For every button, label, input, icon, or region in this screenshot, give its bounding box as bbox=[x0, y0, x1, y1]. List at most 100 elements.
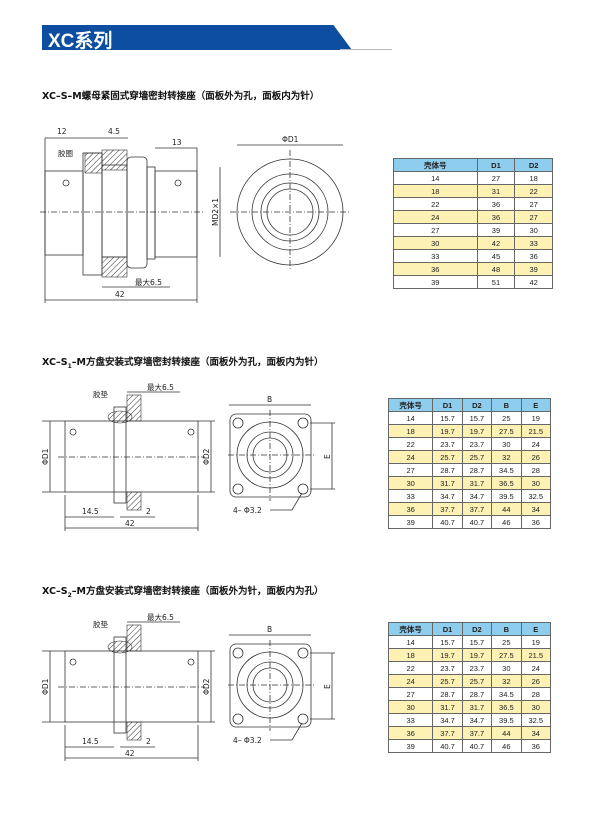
col-header: D2 bbox=[461, 622, 493, 636]
table-cell: 36.5 bbox=[491, 476, 522, 490]
table-cell: 31.7 bbox=[432, 700, 463, 714]
table-cell: 26 bbox=[520, 450, 552, 464]
title-part: –M方盘安装式穿墙密封转接座（面板外为针，面板内为孔） bbox=[71, 586, 324, 597]
table-cell: 28.7 bbox=[461, 463, 493, 477]
table-cell: 48 bbox=[476, 262, 516, 276]
table-cell: 30 bbox=[491, 437, 522, 451]
drawing-xc-s2-m: 胶垫 最大6.5 ΦD1 ΦD2 14.5 2 42 B E 4– Φ3.2 bbox=[41, 612, 335, 761]
table-cell: 39 bbox=[393, 275, 478, 289]
table-cell: 40.7 bbox=[461, 739, 493, 753]
table-cell: 27 bbox=[393, 223, 478, 237]
table-cell: 15.7 bbox=[461, 411, 493, 425]
section-1-title: XC–S–M螺母紧固式穿墙密封转接座（面板外为孔，面板内为针） bbox=[42, 91, 320, 102]
table-cell: 21.5 bbox=[520, 424, 552, 438]
series-title: XC系列 bbox=[48, 31, 113, 52]
table-cell: 23.7 bbox=[461, 661, 493, 675]
title-sub: 2 bbox=[67, 591, 72, 599]
table-cell: 34.7 bbox=[461, 713, 493, 727]
table-cell: 39 bbox=[514, 262, 553, 276]
table-cell: 15.7 bbox=[432, 411, 463, 425]
table-cell: 18 bbox=[393, 184, 478, 198]
dim-12: 12 bbox=[57, 127, 67, 136]
title-part: –M方盘安装式穿墙密封转接座（面板外为孔，面板内为针） bbox=[71, 357, 324, 368]
max-thickness-label: 最大6.5 bbox=[135, 277, 162, 287]
dim-14-5: 14.5 bbox=[82, 737, 99, 746]
dim-14-5: 14.5 bbox=[82, 507, 99, 516]
front-d1-label: ΦD1 bbox=[282, 135, 299, 144]
drawing-xc-s-m: 12 4.5 13 胶圈 MD2×1 最大6.5 42 ΦD1 bbox=[40, 127, 350, 303]
table-cell: 31.7 bbox=[461, 476, 493, 490]
col-header: E bbox=[520, 398, 552, 412]
table-cell: 32.5 bbox=[520, 489, 552, 503]
col-header: D1 bbox=[432, 398, 463, 412]
table-cell: 36 bbox=[520, 739, 552, 753]
table-cell: 19.7 bbox=[432, 648, 463, 662]
table-cell: 44 bbox=[491, 502, 522, 516]
table-cell: 30 bbox=[520, 476, 552, 490]
table-cell: 14 bbox=[387, 411, 434, 425]
table-cell: 31 bbox=[476, 184, 516, 198]
table-cell: 39 bbox=[387, 739, 434, 753]
col-header: E bbox=[520, 622, 552, 636]
table-cell: 39 bbox=[387, 515, 434, 529]
table-cell: 36 bbox=[476, 210, 516, 224]
table-cell: 46 bbox=[491, 739, 522, 753]
col-header: B bbox=[491, 622, 522, 636]
table-cell: 27.5 bbox=[491, 424, 522, 438]
table-cell: 24 bbox=[387, 674, 434, 688]
table-cell: 23.7 bbox=[461, 437, 493, 451]
table-cell: 19 bbox=[520, 411, 552, 425]
table-cell: 14 bbox=[387, 635, 434, 649]
header-rule bbox=[340, 49, 392, 50]
table-cell: 36 bbox=[520, 515, 552, 529]
table-cell: 25 bbox=[491, 411, 522, 425]
table-cell: 31.7 bbox=[461, 700, 493, 714]
max-thickness-label: 最大6.5 bbox=[147, 612, 174, 622]
d2-label: ΦD2 bbox=[202, 448, 211, 465]
col-header: 壳体号 bbox=[387, 622, 434, 636]
series-banner: XC系列 bbox=[42, 25, 352, 50]
table-cell: 23.7 bbox=[432, 661, 463, 675]
table-cell: 25.7 bbox=[432, 450, 463, 464]
table-cell: 22 bbox=[514, 184, 553, 198]
table-cell: 36 bbox=[393, 262, 478, 276]
d1-label: ΦD1 bbox=[41, 448, 50, 465]
table-cell: 22 bbox=[387, 661, 434, 675]
table-cell: 19.7 bbox=[461, 648, 493, 662]
title-part: XC–S bbox=[42, 357, 68, 368]
table-cell: 18 bbox=[387, 648, 434, 662]
table-cell: 14 bbox=[393, 171, 478, 185]
col-header: B bbox=[491, 398, 522, 412]
table-cell: 42 bbox=[476, 236, 516, 250]
col-header: D2 bbox=[461, 398, 493, 412]
table-cell: 39.5 bbox=[491, 489, 522, 503]
table-cell: 24 bbox=[387, 450, 434, 464]
table-cell: 34 bbox=[520, 502, 552, 516]
table-cell: 34.7 bbox=[432, 489, 463, 503]
table-cell: 32 bbox=[491, 450, 522, 464]
table-cell: 37.7 bbox=[461, 502, 493, 516]
dim-13: 13 bbox=[172, 138, 182, 147]
table-cell: 22 bbox=[387, 437, 434, 451]
table-cell: 34.7 bbox=[461, 489, 493, 503]
table-cell: 33 bbox=[387, 713, 434, 727]
table-cell: 27 bbox=[387, 687, 434, 701]
table-cell: 46 bbox=[491, 515, 522, 529]
